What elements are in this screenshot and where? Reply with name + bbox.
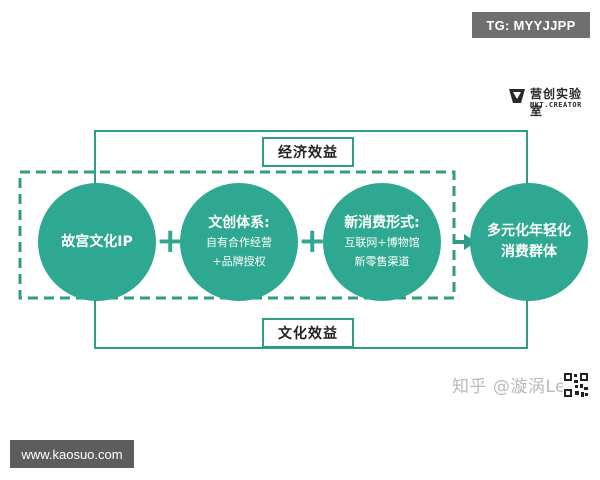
circle-title: 故宫文化IP [61,233,133,250]
tag-badge: TG: MYYJJPP [472,12,590,38]
circle-line: +品牌授权 [212,254,266,268]
economic-benefit-label: 经济效益 [262,137,354,167]
economic-loop-line [94,130,528,200]
circle-title: 文创体系: [208,215,270,232]
qr-code-icon [563,372,589,398]
plus-sign-1: + [156,221,185,261]
cultural-benefit-label: 文化效益 [262,318,354,348]
circle-line: 自有合作经营 [206,236,272,250]
logo-mark-icon [509,89,525,103]
cultural-loop-line [94,290,528,349]
logo-text-en: MKT.CREATOR [530,101,582,109]
circle-line: 互联网+博物馆 [344,236,420,250]
zhihu-watermark: 知乎 @漩涡Leon [452,377,589,397]
circle-title-line2: 消费群体 [501,244,557,260]
circle-new-consumption: 新消费形式: 互联网+博物馆 新零售渠道 [323,183,441,301]
logo-text-cn: 营创实验室 [530,87,583,118]
circle-palace-ip: 故宫文化IP [38,183,156,301]
brand-logo: 营创实验室 MKT.CREATOR [508,85,594,118]
site-url-badge: www.kaosuo.com [10,440,134,468]
circle-title: 多元化年轻化 [487,223,571,239]
circle-title: 新消费形式: [344,215,420,232]
circle-target-consumers: 多元化年轻化 消费群体 [470,183,588,301]
plus-sign-2: + [298,221,327,261]
circle-creative-system: 文创体系: 自有合作经营 +品牌授权 [180,183,298,301]
circle-line: 新零售渠道 [354,254,410,268]
